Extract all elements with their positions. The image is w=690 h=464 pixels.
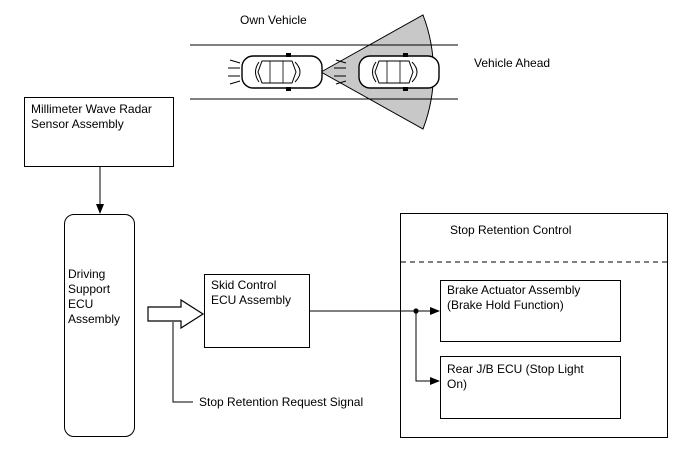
skid-control-ecu-box: Skid Control ECU Assembly [204,274,310,348]
stop-retention-control-title: Stop Retention Control [450,223,572,237]
radar-sensor-label: Millimeter Wave Radar Sensor Assembly [31,102,152,131]
rear-jb-ecu-box: Rear J/B ECU (Stop Light On) [440,356,621,419]
vehicle-ahead-icon [334,53,440,91]
vehicle-ahead-label: Vehicle Ahead [474,56,551,70]
stop-retention-control-box: Stop Retention Control [400,213,668,438]
branch-to-rear-jb-arrow [415,311,440,385]
own-vehicle-label: Own Vehicle [240,13,307,27]
stop-retention-request-label: Stop Retention Request Signal [199,395,364,409]
driving-support-ecu-box: Driving Support ECU Assembly [64,214,135,437]
request-block-arrow [147,298,205,330]
radar-sensor-box: Millimeter Wave Radar Sensor Assembly [24,97,174,167]
brake-actuator-label: Brake Actuator Assembly (Brake Hold Func… [447,283,581,312]
brake-actuator-box: Brake Actuator Assembly (Brake Hold Func… [440,280,621,342]
rear-jb-ecu-label: Rear J/B ECU (Stop Light On) [447,362,584,391]
own-vehicle-icon [228,53,323,91]
driving-support-ecu-label: Driving Support ECU Assembly [68,267,121,326]
skid-control-ecu-label: Skid Control ECU Assembly [211,278,292,307]
request-signal-leader [172,322,193,403]
